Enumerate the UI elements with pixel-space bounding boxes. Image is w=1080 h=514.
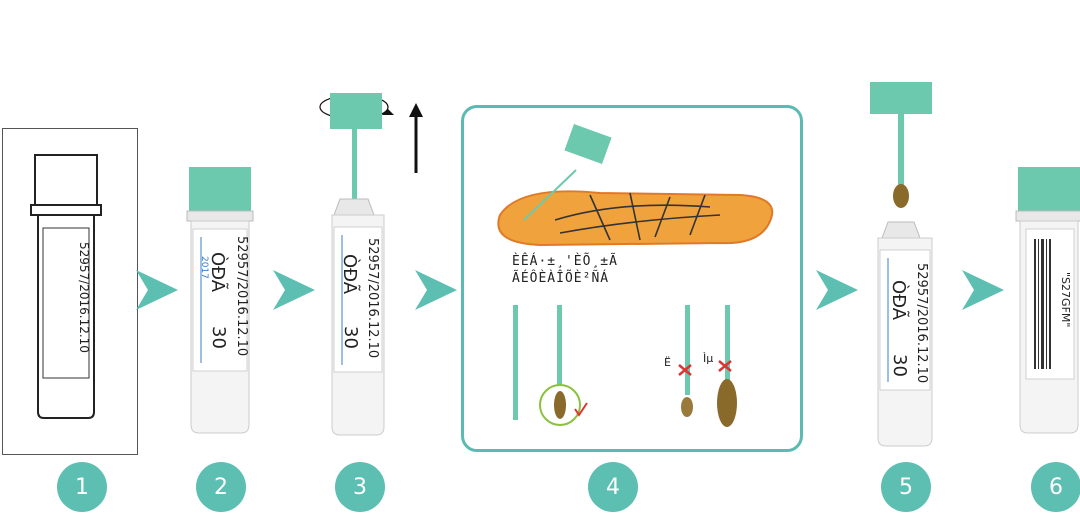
step-number-5: 5 [881, 462, 931, 512]
step-number-2: 2 [196, 462, 246, 512]
step4-caption-1: ÈÊÁ·±¸'ÈÕ¸±Ã [512, 254, 618, 269]
step4-panel [461, 105, 803, 452]
step1-panel [2, 128, 138, 455]
step3-age: 30 [340, 326, 361, 349]
step5-code: 52957/2016.12.10 [914, 263, 929, 384]
step-number-4: 4 [588, 462, 638, 512]
step-number-6: 6 [1031, 462, 1080, 512]
up-arrow-icon [408, 103, 428, 173]
step3-tube [319, 93, 423, 436]
step6-tube [1015, 167, 1080, 434]
step1-tube-outline [30, 154, 102, 419]
step5-age: 30 [889, 354, 910, 377]
chevron-arrow-icon-4 [816, 270, 858, 310]
step6-barcode-text: "S27GFM" [1059, 272, 1072, 328]
step3-code: 52957/2016.12.10 [365, 238, 380, 359]
step2-tube [186, 167, 254, 434]
step2-age: 30 [208, 326, 229, 349]
chevron-arrow-icon-3 [415, 270, 457, 310]
step2-name: ÒÐÃ [207, 252, 228, 293]
step4-swabs [513, 305, 737, 427]
step4-small-left: Ë [664, 356, 671, 369]
step2-code: 52957/2016.12.10 [234, 236, 249, 357]
step1-code: 52957/2016.12.10 [77, 242, 91, 353]
step5-name: ÒÐÃ [888, 280, 909, 321]
step-number-3: 3 [335, 462, 385, 512]
step4-sample-illustration [497, 124, 774, 247]
step2-year: 2017 [199, 256, 209, 279]
step4-small-right: Ìµ [703, 352, 714, 365]
step5-tube [870, 82, 933, 447]
step4-caption-2: ÃÉÔÈÀÎÕÈ²ÑÁ [512, 271, 610, 286]
chevron-arrow-icon-2 [273, 270, 315, 310]
step3-name: ÒÐÃ [339, 254, 360, 295]
chevron-arrow-icon-1 [136, 270, 178, 310]
step-number-1: 1 [57, 462, 107, 512]
chevron-arrow-icon-5 [962, 270, 1004, 310]
